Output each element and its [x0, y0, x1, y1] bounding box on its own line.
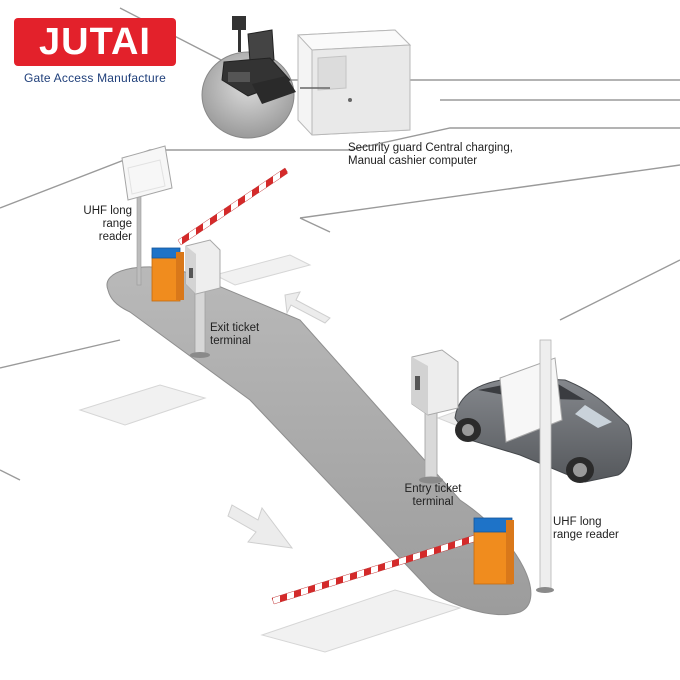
- road-markings: [78, 254, 487, 653]
- label-uhf-reader-right: UHF long range reader: [553, 516, 619, 541]
- entry-ticket-terminal: [411, 349, 459, 484]
- uhf-reader-left: [121, 145, 173, 286]
- brand-tagline: Gate Access Manufacture: [23, 71, 166, 85]
- guard-booth: [296, 29, 412, 136]
- arrow-down-right-icon: [227, 504, 294, 549]
- exit-barrier-gate: [151, 247, 184, 302]
- uhf-reader-right: [499, 339, 563, 593]
- label-entry-terminal: Entry ticket terminal: [404, 483, 462, 508]
- brand-name: JUTAI: [39, 21, 151, 63]
- label-exit-terminal: Exit ticket terminal: [210, 322, 260, 347]
- label-security-guard: Security guard Central charging, Manual …: [348, 142, 513, 167]
- parking-island: [106, 266, 532, 616]
- exit-ticket-terminal: [185, 239, 221, 358]
- label-uhf-reader-left: UHF long range reader: [83, 205, 132, 243]
- entry-barrier-gate: [473, 517, 514, 585]
- exit-barrier-arm: [177, 167, 289, 246]
- brand-logo: JUTAI: [14, 18, 176, 66]
- arrow-up-left-icon: [284, 291, 331, 324]
- cashier-computer: [201, 16, 296, 139]
